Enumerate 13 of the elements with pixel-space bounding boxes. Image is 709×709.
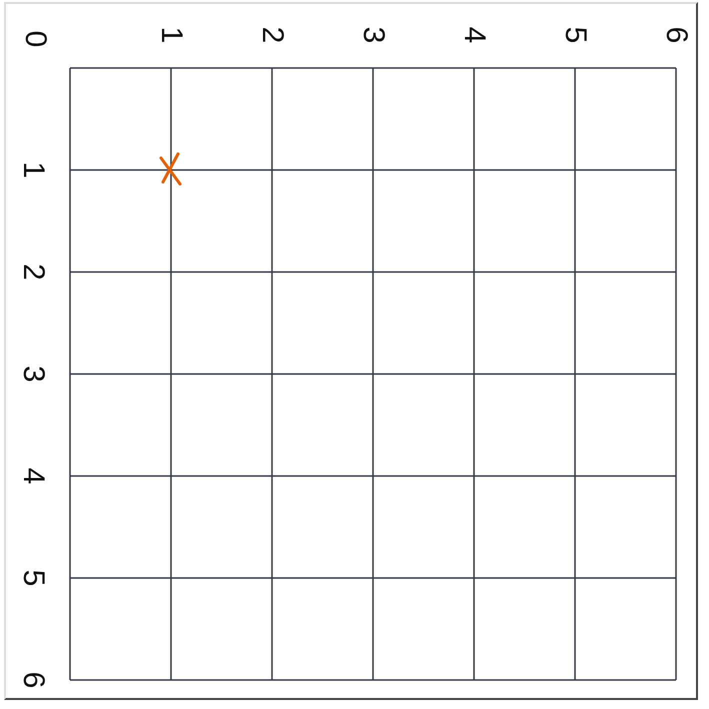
axis-number: 2 [16, 262, 50, 282]
axis-number: 6 [659, 26, 693, 46]
axis-number: 2 [255, 26, 289, 46]
axis-number: 6 [16, 670, 50, 690]
axis-number: 3 [356, 26, 390, 46]
axis-number: 4 [16, 466, 50, 486]
axis-number: 0 [18, 30, 52, 50]
axis-number: 5 [16, 568, 50, 588]
axis-number: 1 [154, 26, 188, 46]
axis-number: 1 [16, 160, 50, 180]
axis-number: 5 [558, 26, 592, 46]
axis-number: 4 [457, 26, 491, 46]
axis-number: 3 [16, 364, 50, 384]
